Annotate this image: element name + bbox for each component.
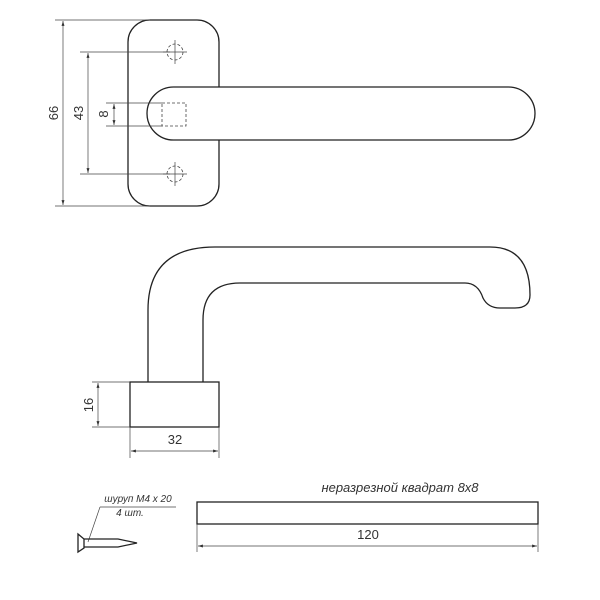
dimension-16: 16	[81, 381, 130, 428]
screw: шуруп M4 x 20 4 шт.	[77, 494, 176, 554]
screw-spec: шуруп M4 x 20	[104, 494, 172, 505]
square-hole	[161, 102, 187, 127]
top-view: 66 43 8	[46, 19, 536, 207]
handle-base	[129, 381, 220, 428]
dimension-label: 66	[46, 106, 61, 120]
dimension-label: 8	[96, 110, 111, 117]
dimension-66: 66	[46, 19, 150, 207]
dimension-8: 8	[96, 102, 162, 127]
dimension-label: 32	[168, 432, 182, 447]
screw-quantity: 4 шт.	[116, 508, 144, 519]
side-view: 16 32	[81, 246, 531, 458]
rod-label: неразрезной квадрат 8x8	[321, 480, 479, 495]
dimension-label: 16	[81, 398, 96, 412]
dimension-label: 43	[71, 106, 86, 120]
square-rod: неразрезной квадрат 8x8 120	[196, 480, 539, 552]
handle-lever-top	[146, 86, 536, 141]
handle-lever-side	[147, 246, 531, 382]
dimension-label: 120	[357, 527, 379, 542]
dimension-43: 43	[71, 51, 170, 175]
dimension-32: 32	[129, 427, 220, 458]
